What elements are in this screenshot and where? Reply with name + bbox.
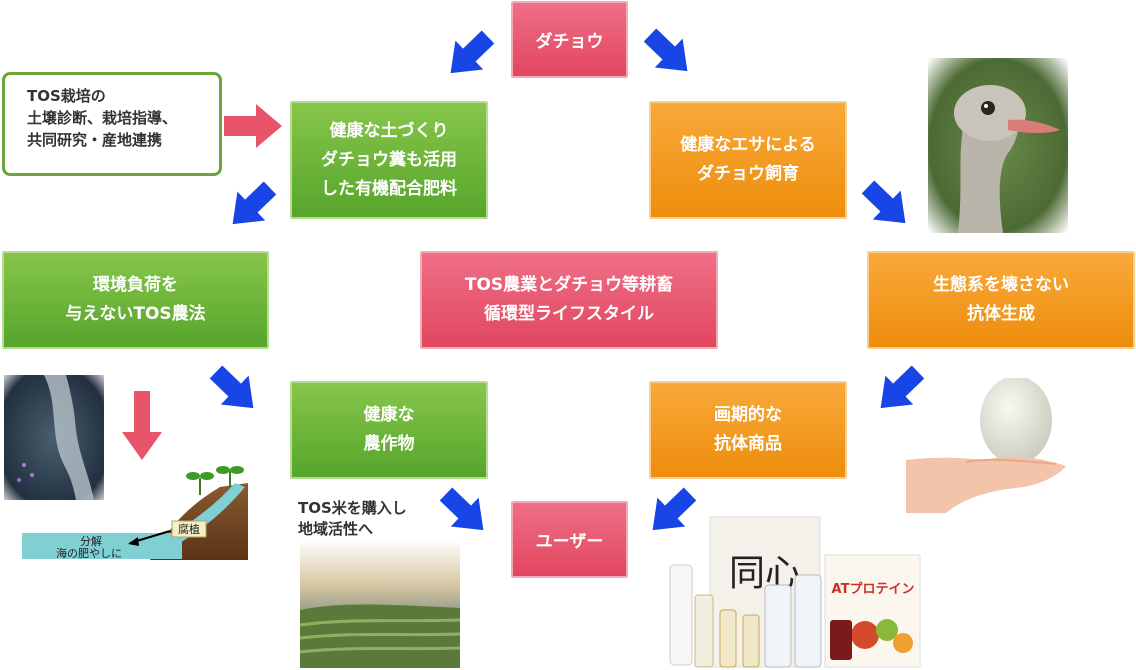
- arrow-ostrich-to-soil: [436, 22, 502, 88]
- rice-terrace-photo: [300, 540, 460, 668]
- arrow-support-to-soil: [224, 104, 282, 148]
- node-antibody-generation: 生態系を壊さない 抗体生成: [867, 251, 1135, 349]
- ostrich-egg-in-hands-photo: [906, 378, 1066, 513]
- tos-support-textbox: TOS栽培の 土壌診断、栽培指導、 共同研究・産地連携: [2, 72, 222, 176]
- product-lineup-photo: 同心 ATプロテイン: [669, 516, 921, 668]
- node-healthy-crops: 健康な 農作物: [290, 381, 488, 479]
- decompose-label-line2: 海の肥やしに: [56, 546, 122, 560]
- arrow-soil-to-tos: [218, 173, 284, 239]
- rice-purchase-text: TOS米を購入し 地域活性へ: [298, 499, 407, 538]
- arrow-stream-down: [122, 391, 162, 460]
- node-user: ユーザー: [511, 501, 628, 578]
- node-healthy-soil: 健康な土づくり ダチョウ糞も活用 した有機配合肥料: [290, 101, 488, 219]
- node-healthy-feed: 健康なエサによる ダチョウ飼育: [649, 101, 847, 219]
- decompose-label-line1: 分解: [80, 534, 102, 548]
- ostrich-head-photo: [928, 58, 1068, 233]
- arrow-tos-to-crops: [202, 357, 268, 423]
- decay-label: 腐植: [178, 522, 200, 536]
- node-tos-farming: 環境負荷を 与えないTOS農法: [2, 251, 269, 349]
- arrow-ostrich-to-feed: [636, 20, 702, 86]
- protein-pack-label: ATプロテイン: [832, 582, 915, 597]
- soil-diagram: 腐植 分解 海の肥やしに: [22, 466, 248, 560]
- stream-photo: [4, 375, 104, 500]
- node-antibody-products: 画期的な 抗体商品: [649, 381, 847, 479]
- arrow-feed-to-antibody: [854, 172, 920, 238]
- node-ostrich: ダチョウ: [511, 1, 628, 78]
- node-center-lifestyle: TOS農業とダチョウ等耕畜 循環型ライフスタイル: [420, 251, 718, 349]
